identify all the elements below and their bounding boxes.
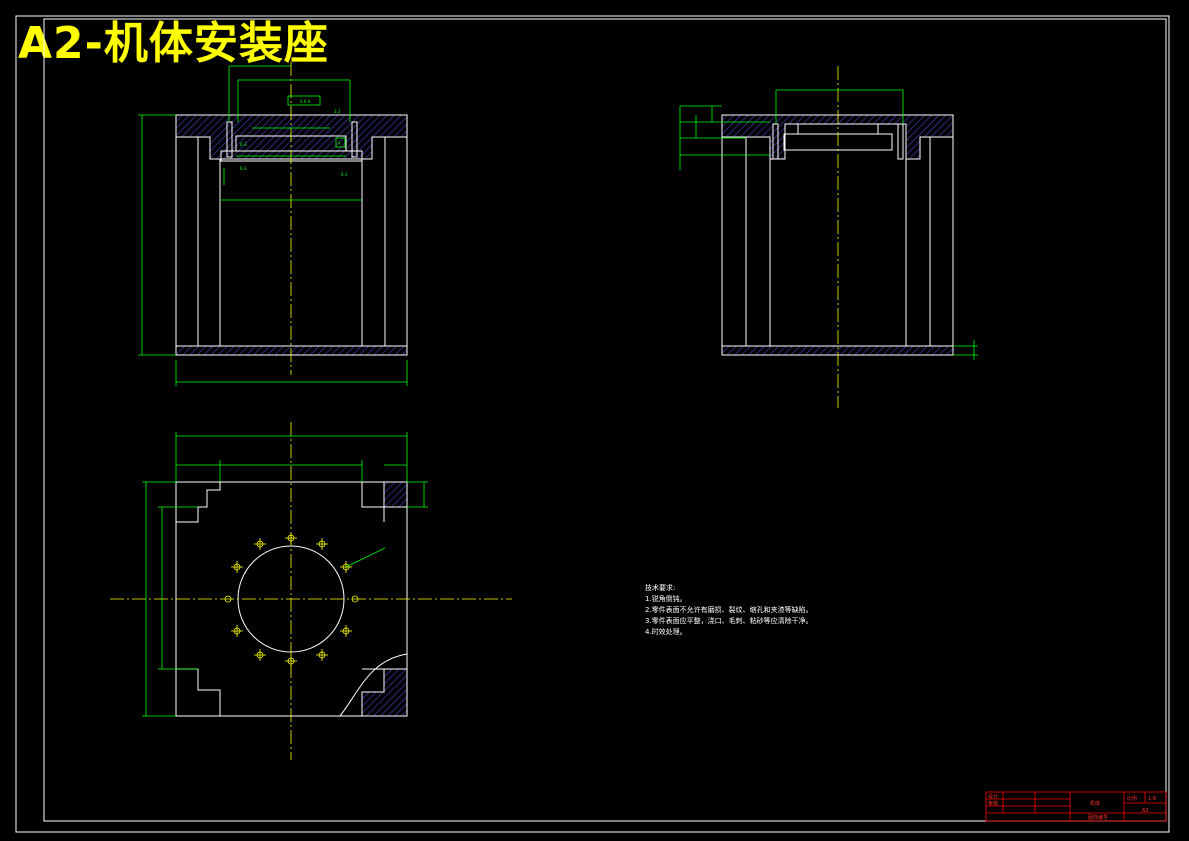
front-roughness-label: 3.2	[334, 109, 341, 114]
front-ra-label-2: 6.3	[240, 166, 247, 171]
note-line-4: 4.时效处理。	[645, 627, 687, 636]
front-tolerance-label: 0.6 A	[300, 99, 311, 104]
note-line-2: 2.零件表面不允许有磨损、裂纹、缩孔和夹渣等缺陷。	[645, 605, 813, 614]
title-block: 设计 审核 机体 比例 1:8 图样编号 A2	[985, 791, 1167, 822]
note-line-3: 3.零件表面应平整，浇口、毛刺、粘砂等应清除干净。	[645, 616, 813, 625]
side-view	[679, 66, 978, 408]
tb-scale-label: 比例	[1127, 795, 1137, 802]
inner-sheet-border	[43, 18, 1167, 822]
tb-review-label: 审核	[988, 800, 998, 807]
front-view: 0.6 A A 3.2 6.3 6.3 6.3	[138, 62, 408, 386]
tb-scale-value: 1:8	[1148, 796, 1156, 802]
tb-drawing-no: 图样编号	[1088, 814, 1108, 821]
front-ra-label-3: 6.3	[341, 172, 348, 177]
front-ra-label-1: 6.3	[240, 142, 247, 147]
notes-heading: 技术要求:	[645, 583, 675, 592]
front-datum-label: A	[338, 141, 341, 146]
outer-sheet-border	[15, 15, 1170, 833]
plan-view	[110, 422, 512, 760]
tb-part-name: 机体	[1090, 800, 1100, 807]
technical-notes: 技术要求: 1.锐角倒钝。 2.零件表面不允许有磨损、裂纹、缩孔和夹渣等缺陷。 …	[645, 583, 813, 636]
drawing-title: A2-机体安装座	[18, 18, 329, 69]
tb-design-label: 设计	[988, 793, 998, 800]
note-line-1: 1.锐角倒钝。	[645, 594, 687, 603]
tb-sheet: A2	[1142, 808, 1149, 814]
